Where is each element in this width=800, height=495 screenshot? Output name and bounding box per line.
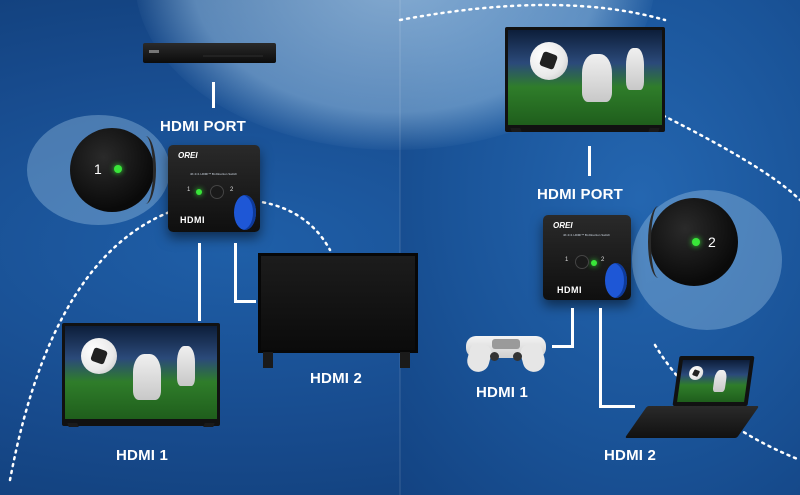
left-tv-stand-r xyxy=(203,423,215,427)
right-in2-line-v xyxy=(599,308,602,408)
left-switch-model: 4K 2×1 HDMI™ Bi-Direction Switch xyxy=(190,172,238,176)
left-port-line xyxy=(212,82,215,108)
top-right-dotted-arc xyxy=(398,3,667,22)
right-switch-port1: 1 xyxy=(565,257,569,263)
left-hdmi1-label: HDMI 1 xyxy=(116,447,169,464)
right-in2-line-h xyxy=(599,405,635,408)
right-switch-dial xyxy=(605,263,627,298)
right-hdmi-port-label: HDMI PORT xyxy=(537,186,623,203)
left-in2-line-v xyxy=(234,243,237,303)
left-in1-line xyxy=(198,243,201,321)
left-switch-dial xyxy=(234,195,256,230)
left-in2-line-h xyxy=(234,300,256,303)
laptop-screen xyxy=(677,360,750,402)
left-knob: 1 xyxy=(70,128,156,212)
left-hdmi-port-label: HDMI PORT xyxy=(160,118,246,135)
right-switch-hdmi-logo: HDMI xyxy=(557,285,582,295)
left-hdmi-switch: OREI 4K 2×1 HDMI™ Bi-Direction Switch 1 … xyxy=(168,145,260,232)
left-knob-number: 1 xyxy=(94,161,102,177)
right-tv-stand-l xyxy=(510,128,522,132)
left-hdmi2-label: HDMI 2 xyxy=(310,370,363,387)
bottom-right-dotted-arc xyxy=(653,343,800,462)
right-knob-led xyxy=(692,238,700,246)
left-monitor-stand-r xyxy=(400,352,410,368)
right-port-line xyxy=(588,146,591,176)
right-switch-led xyxy=(591,260,597,266)
left-tv-icon xyxy=(62,323,220,427)
left-switch-brand: OREI xyxy=(178,151,198,160)
right-in1-line-h xyxy=(552,345,574,348)
right-tv-icon xyxy=(505,27,665,132)
center-divider xyxy=(399,0,401,495)
right-tv-stand-r xyxy=(648,128,660,132)
right-knob-number: 2 xyxy=(708,234,716,250)
left-switch-port1: 1 xyxy=(187,187,191,193)
left-monitor-stand-l xyxy=(263,352,273,368)
right-hdmi-switch: OREI 4K 2×1 HDMI™ Bi-Direction Switch 1 … xyxy=(543,215,631,300)
right-knob: 2 xyxy=(648,198,738,286)
left-tv-ball xyxy=(81,338,117,374)
left-tv-player xyxy=(133,354,161,400)
laptop-player xyxy=(712,370,728,392)
left-tv-stand-l xyxy=(67,423,79,427)
right-switch-model: 4K 2×1 HDMI™ Bi-Direction Switch xyxy=(563,233,611,237)
right-tv-player xyxy=(582,54,612,102)
gamepad-icon xyxy=(464,330,548,375)
left-switch-hdmi-logo: HDMI xyxy=(180,215,205,225)
left-switch-port2: 2 xyxy=(230,187,234,193)
right-hdmi1-label: HDMI 1 xyxy=(476,384,529,401)
left-switch-button xyxy=(210,185,224,199)
left-knob-rim xyxy=(135,136,156,204)
left-knob-led xyxy=(114,165,122,173)
left-switch-led xyxy=(196,189,202,195)
laptop-ball xyxy=(688,366,705,380)
right-in1-line-v xyxy=(571,308,574,348)
left-monitor-icon xyxy=(258,253,418,353)
left-tv-player2 xyxy=(177,346,195,386)
right-switch-port2: 2 xyxy=(601,257,605,263)
right-tv-ball xyxy=(530,42,568,80)
left-tv-screen xyxy=(65,326,217,419)
right-knob-rim xyxy=(648,206,669,278)
laptop-icon xyxy=(624,356,760,446)
blu-ray-player-icon xyxy=(143,43,276,63)
right-hdmi2-label: HDMI 2 xyxy=(604,447,657,464)
right-switch-button xyxy=(575,255,589,269)
right-switch-brand: OREI xyxy=(553,221,573,230)
right-tv-screen xyxy=(508,30,662,125)
right-tv-player2 xyxy=(626,48,644,90)
